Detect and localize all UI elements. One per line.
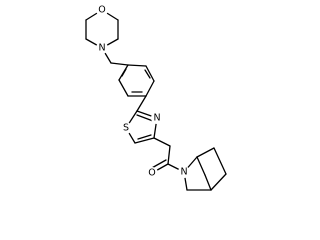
bond bbox=[145, 80, 155, 97]
bond bbox=[121, 68, 127, 77]
bond bbox=[213, 147, 227, 175]
bond bbox=[153, 137, 171, 147]
atom-symbol: N bbox=[153, 113, 160, 124]
bond bbox=[210, 173, 227, 191]
bond bbox=[136, 114, 154, 122]
molecule-structure: O N N S O N bbox=[85, 4, 227, 191]
bond bbox=[136, 95, 147, 112]
bond bbox=[204, 174, 212, 191]
atom-symbol: N bbox=[180, 167, 187, 178]
atom-symbol: S bbox=[123, 123, 129, 134]
bond bbox=[134, 137, 155, 144]
bond bbox=[110, 62, 129, 66]
bond bbox=[196, 147, 215, 158]
structure-canvas: O N N S O N bbox=[85, 4, 227, 191]
atom-o-morpholine: O bbox=[96, 4, 108, 16]
bond bbox=[196, 156, 206, 176]
atom-n-thiazole: N bbox=[151, 112, 163, 124]
atom-o-carbonyl: O bbox=[146, 167, 158, 179]
bond bbox=[144, 69, 151, 79]
bond bbox=[167, 145, 171, 165]
bond bbox=[118, 79, 129, 97]
bond bbox=[127, 64, 147, 67]
atom-symbol: O bbox=[148, 168, 155, 179]
bond bbox=[137, 134, 152, 140]
bond-layer bbox=[85, 9, 227, 191]
atom-symbol: N bbox=[98, 43, 105, 54]
atom-n-morpholine: N bbox=[96, 42, 108, 54]
atom-n-bicyclic: N bbox=[178, 166, 190, 178]
atom-s-thiazole: S bbox=[120, 122, 132, 134]
bond bbox=[145, 65, 155, 82]
atom-symbol: O bbox=[98, 5, 105, 16]
atom-label-layer: O N N S O N bbox=[96, 4, 190, 179]
